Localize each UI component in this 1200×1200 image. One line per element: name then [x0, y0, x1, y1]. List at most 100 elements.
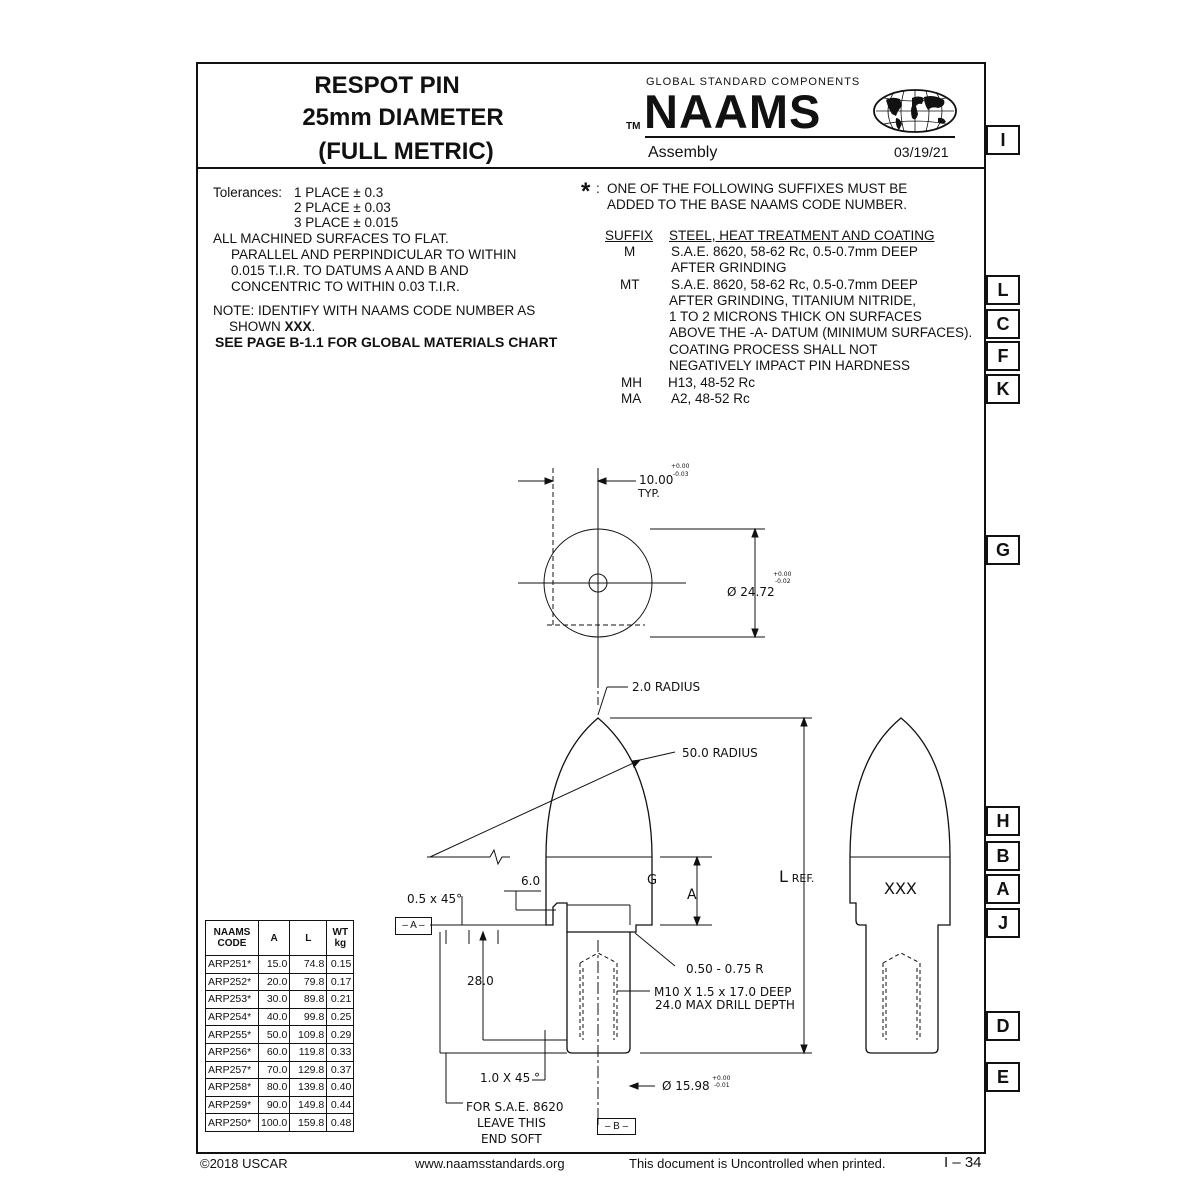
tab-i[interactable]: I	[986, 125, 1020, 155]
a-cell: 90.0	[257, 1095, 291, 1115]
pin-right-view-outline	[849, 717, 951, 1054]
datum-a-box: – A –	[395, 917, 432, 935]
l-cell: 109.8	[289, 1025, 328, 1044]
tolerance-2: 2 PLACE ± 0.03	[294, 200, 391, 215]
asterisk-marker: *	[581, 178, 591, 205]
suffix-intro-2: ADDED TO THE BASE NAAMS CODE NUMBER.	[607, 197, 908, 212]
part-marking-xxx: XXX	[884, 879, 917, 898]
suffix-mt-line-3: 1 TO 2 MICRONS THICK ON SURFACES	[669, 309, 922, 324]
footer-website[interactable]: www.naamsstandards.org	[415, 1156, 565, 1171]
machined-note-3: 0.015 T.I.R. TO DATUMS A AND B AND	[231, 263, 469, 278]
tab-k[interactable]: K	[986, 374, 1020, 404]
a-cell: 30.0	[257, 990, 291, 1009]
dim-2-radius-label: 2.0 RADIUS	[632, 680, 701, 694]
suffix-mt-line-4: ABOVE THE -A- DATUM (MINIMUM SURFACES).	[669, 325, 973, 340]
tab-f[interactable]: F	[986, 341, 1020, 371]
tab-c[interactable]: C	[986, 309, 1020, 339]
tolerance-1: 1 PLACE ± 0.3	[294, 185, 384, 200]
dim-10-tol-minus: -0.03	[673, 471, 689, 478]
dim-chamfer-10-label: 1.0 X 45 °	[480, 1071, 541, 1085]
tab-e[interactable]: E	[986, 1062, 1020, 1092]
dim-l-ref-label: L REF.	[779, 867, 814, 886]
l-cell: 129.8	[289, 1060, 328, 1080]
a-cell: 50.0	[257, 1025, 291, 1044]
l-cell: 99.8	[289, 1007, 328, 1027]
suffix-ma-line-1: A2, 48-52 Rc	[671, 391, 750, 406]
dim-6-label: 6.0	[521, 874, 541, 888]
dim-a-label: A	[687, 887, 697, 903]
l-cell: 79.8	[289, 972, 328, 992]
dim-50-radius-label: 50.0 RADIUS	[682, 746, 758, 760]
wt-cell: 0.37	[326, 1060, 355, 1080]
code-table-header-code: NAAMS CODE	[205, 920, 259, 956]
tab-d[interactable]: D	[986, 1011, 1020, 1041]
materials-chart-note: SEE PAGE B-1.1 FOR GLOBAL MATERIALS CHAR…	[215, 334, 558, 350]
a-cell: 80.0	[257, 1078, 291, 1097]
dim-chamfer-05-label: 0.5 x 45°	[407, 892, 463, 906]
code-cell: ARP257*	[205, 1060, 259, 1080]
l-cell: 139.8	[289, 1078, 328, 1097]
code-cell: ARP254*	[205, 1007, 259, 1027]
suffix-code-ma: MA	[621, 391, 642, 406]
tolerance-3: 3 PLACE ± 0.015	[294, 215, 399, 230]
suffix-desc-header: STEEL, HEAT TREATMENT AND COATING	[669, 228, 935, 243]
suffix-m-line-1: S.A.E. 8620, 58-62 Rc, 0.5-0.7mm DEEP	[671, 244, 918, 259]
suffix-code-mt: MT	[620, 277, 640, 292]
suffix-mt-line-2: AFTER GRINDING, TITANIUM NITRIDE,	[669, 293, 917, 308]
dim-10-tol-plus: +0.00	[671, 463, 690, 470]
wt-cell: 0.17	[326, 972, 355, 992]
a-cell: 70.0	[257, 1060, 291, 1080]
tab-h[interactable]: H	[986, 806, 1020, 836]
tab-a[interactable]: A	[986, 874, 1020, 904]
wt-cell: 0.44	[326, 1095, 355, 1115]
title-line-3: (FULL METRIC)	[318, 138, 494, 165]
identify-note-2-prefix: SHOWN	[229, 319, 285, 334]
suffix-code-mh: MH	[621, 375, 642, 390]
brand-date: 03/19/21	[894, 144, 949, 160]
machined-note-1: ALL MACHINED SURFACES TO FLAT.	[213, 231, 449, 246]
identify-note-2-code: XXX	[284, 319, 312, 334]
datum-b-box: – B –	[597, 1118, 636, 1135]
tab-j[interactable]: J	[986, 908, 1020, 938]
code-table-header-a: A	[257, 920, 291, 956]
a-cell: 100.0	[257, 1113, 291, 1132]
machined-note-4: CONCENTRIC TO WITHIN 0.03 T.I.R.	[231, 279, 460, 294]
wt-cell: 0.21	[326, 990, 355, 1009]
code-cell: ARP255*	[205, 1025, 259, 1044]
soft-end-note-1: FOR S.A.E. 8620	[466, 1100, 564, 1114]
suffix-mh-line-1: H13, 48-52 Rc	[668, 375, 756, 390]
code-cell: ARP253*	[205, 990, 259, 1009]
brand-tm: TM	[626, 121, 641, 132]
drawing-frame	[196, 62, 986, 1154]
wt-cell: 0.48	[326, 1113, 355, 1132]
code-table-header-wt: WT kg	[326, 920, 355, 956]
tab-b[interactable]: B	[986, 841, 1020, 871]
tab-g[interactable]: G	[986, 535, 1020, 565]
brand-tagline: GLOBAL STANDARD COMPONENTS	[646, 76, 861, 88]
globe-icon	[873, 89, 957, 133]
dim-dia-2472-tol-plus: +0.00	[773, 571, 792, 578]
wt-cell: 0.29	[326, 1025, 355, 1044]
thread-spec-2: 24.0 MAX DRILL DEPTH	[655, 998, 795, 1012]
tab-l[interactable]: L	[986, 275, 1020, 305]
wt-cell: 0.33	[326, 1042, 355, 1062]
suffix-mt-line-5: COATING PROCESS SHALL NOT	[669, 342, 878, 357]
code-cell: ARP252*	[205, 972, 259, 992]
footer-page-number: I – 34	[944, 1154, 982, 1171]
a-cell: 40.0	[257, 1007, 291, 1027]
asterisk-colon: :	[596, 181, 600, 196]
dim-g-label: G	[647, 873, 658, 888]
a-cell: 15.0	[257, 955, 291, 974]
dim-ref-suffix: REF.	[791, 872, 815, 885]
l-cell: 119.8	[289, 1042, 328, 1062]
wt-cell: 0.15	[326, 955, 355, 974]
pin-side-view-outline	[545, 717, 653, 933]
